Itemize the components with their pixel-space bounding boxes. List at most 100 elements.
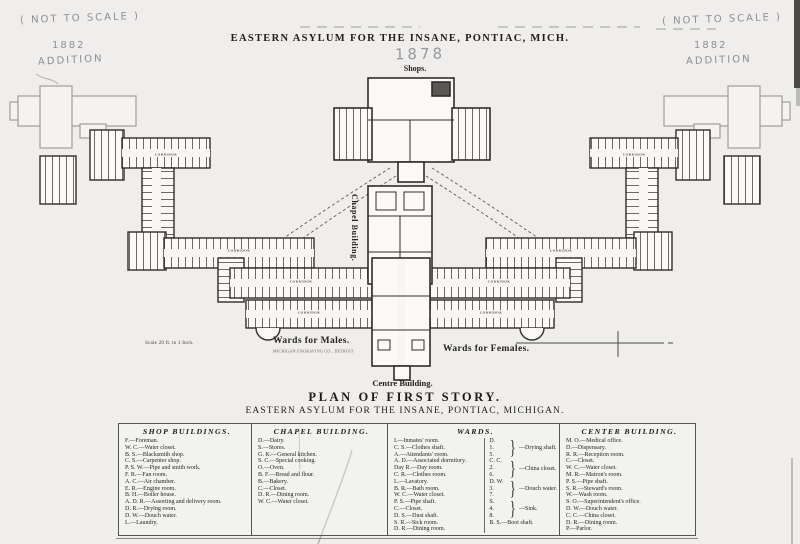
legend-item: Day R.—Day room. [394,465,443,472]
legend-item: A. D. R.—Assorting and delivery room. [125,499,222,506]
legend-item: P.—Parlor. [566,526,593,533]
legend-item: D. S.—Dust shaft. [394,512,439,519]
legend-group-key: S. [489,499,495,506]
corridor-label: CORRIDOR [227,249,251,253]
ward-wings-left [39,129,315,271]
legend-item: C. S.—Carpenter shop. [125,458,181,465]
legend-column-title: CHAPEL BUILDING. [273,427,370,436]
legend-item: D. R.—Dining room. [566,519,618,526]
legend-group-key: 4. [489,505,494,512]
legend-item: M. O.—Medical office. [566,438,623,444]
legend-group-label: —Sink. [519,506,538,513]
legend-item: S. O.—Superintendent's office. [566,499,641,506]
legend-item: S. R.—Steward's room. [566,485,623,492]
legend-group-key: 1. [489,444,494,451]
ward-rows [217,257,583,341]
legend-item: P. S.—Pipe shaft. [394,499,436,506]
legend-item: C.—Closet. [258,485,287,492]
legend-item: O.—Oven. [258,465,285,472]
year-note: 1878 [394,44,446,64]
legend-item: A. D.—Associated dormitory. [394,458,467,465]
legend-item: C. R.—Clothes room. [394,471,447,478]
legend-item: P. S.—Pipe shaft. [566,478,608,485]
legend-group-key: C. C. [489,458,502,465]
legend-group-label: —Douch water. [519,485,557,492]
legend-column-title: CENTER BUILDING. [581,427,678,436]
legend-item: B. F.—Bread and flour. [258,471,315,478]
ward-wings-right [485,129,761,271]
fold-line [516,331,673,357]
legend-group-key: D. W. [489,478,504,485]
legend-item: W. C.—Water closet. [258,499,309,506]
pen-marks [35,73,353,544]
legend-item: C.—Closet. [566,458,595,465]
brace-glyph: } [510,457,517,480]
annotation-year-right: 1882 [694,40,728,51]
centre-building-label: Centre Building. [372,378,433,388]
corridor-label: CORRIDOR [479,311,503,315]
legend-brace-group: S.4.8.}—Sink. [489,499,557,519]
wards-males-label: Wards for Males. [273,336,350,346]
legend-item: A.—Attendants' room. [394,451,449,458]
legend-column: WARDS.I.—Inmates' room.C. S.—Clothes sha… [387,424,559,536]
corridor-label: CORRIDOR [549,249,573,253]
plan-subtitle: EASTERN ASYLUM FOR THE INSANE, PONTIAC, … [245,406,565,416]
legend-group-key: 2. [489,465,494,472]
legend-brace-group: C. C.2.6.}—China closet. [489,458,557,478]
legend-item: P. S. W.—Pipe and smith work. [125,465,201,472]
legend-column: CENTER BUILDING.M. O.—Medical office.D.—… [559,424,695,536]
shops-label: Shops. [403,64,427,73]
scan-artifacts [300,0,800,544]
legend-item: B. R.—Bath room. [394,485,440,492]
legend-item: C. C.—China closet. [566,512,616,519]
legend-item: D.—Dairy. [258,438,285,444]
legend-item: L.—Laundry. [125,519,158,526]
legend-item: W. C.—Water closet. [125,444,176,451]
shops-building [333,77,491,183]
brace-glyph: } [510,437,517,460]
legend-item: W. C.—Water closet. [394,492,445,499]
legend-group-key: 8. [489,512,494,519]
legend-brace-group: D.1.5.}—Drying shaft. [489,438,557,458]
scale-note: Scale 20 ft. to 1 Inch. [145,340,194,346]
legend-item: B. S.—Boot shaft. [489,519,534,526]
engraver-credit: MICHIGAN ENGRAVING CO., DETROIT [273,349,354,354]
legend-item: S.—Stores. [258,444,286,451]
legend-item: D. R.—Drying room. [125,505,177,512]
legend-group-key: 7. [489,492,494,499]
corridor-label: CORRIDOR [297,311,321,315]
legend-table: SHOP BUILDINGS.F.—Foreman.W. C.—Water cl… [116,423,698,540]
addition-1882-right [663,85,791,149]
plan-title: PLAN OF FIRST STORY. [308,390,502,404]
legend-item: B. H.—Boiler house. [125,492,176,499]
wards-females-label: Wards for Females. [443,344,530,354]
legend-item: F.—Foreman. [125,438,159,444]
legend-group-key: 6. [489,471,494,478]
legend-item: E. R.—Engine room. [125,485,176,492]
addition-1882-left [9,85,137,149]
main-title: EASTERN ASYLUM FOR THE INSANE, PONTIAC, … [230,33,570,44]
legend-item: C.—Closet. [394,505,423,512]
legend-item: D. R.—Dining room. [394,526,446,533]
corridor-label: CORRIDOR [154,153,178,157]
legend-column-title: SHOP BUILDINGS. [142,427,232,436]
legend-group-key: 3. [489,485,494,492]
brace-glyph: } [510,477,517,500]
legend-item: W.—Wash room. [566,492,608,499]
corridor-label: CORRIDOR [622,153,646,157]
legend-column: CHAPEL BUILDING.D.—Dairy.S.—Stores.G. K.… [251,424,387,536]
legend-group-key: 5. [489,451,494,458]
legend-item: I.—Inmates' room. [394,438,440,444]
legend-brace-group: D. W.3.7.}—Douch water. [489,479,557,499]
corridor-label: CORRIDOR [487,280,511,284]
legend-group-key: D. [489,438,496,444]
legend-item: R. R.—Reception room. [566,451,625,458]
legend-item: D. W.—Douch water. [125,512,177,519]
legend-item: M. R.—Matron's room. [566,471,623,478]
legend-item: B. S.—Blacksmith shop. [125,451,185,458]
legend-item: S. R.—Sick room. [394,519,439,526]
legend-column-title: WARDS. [456,427,495,436]
legend-item: W. C.—Water closet. [566,465,617,472]
